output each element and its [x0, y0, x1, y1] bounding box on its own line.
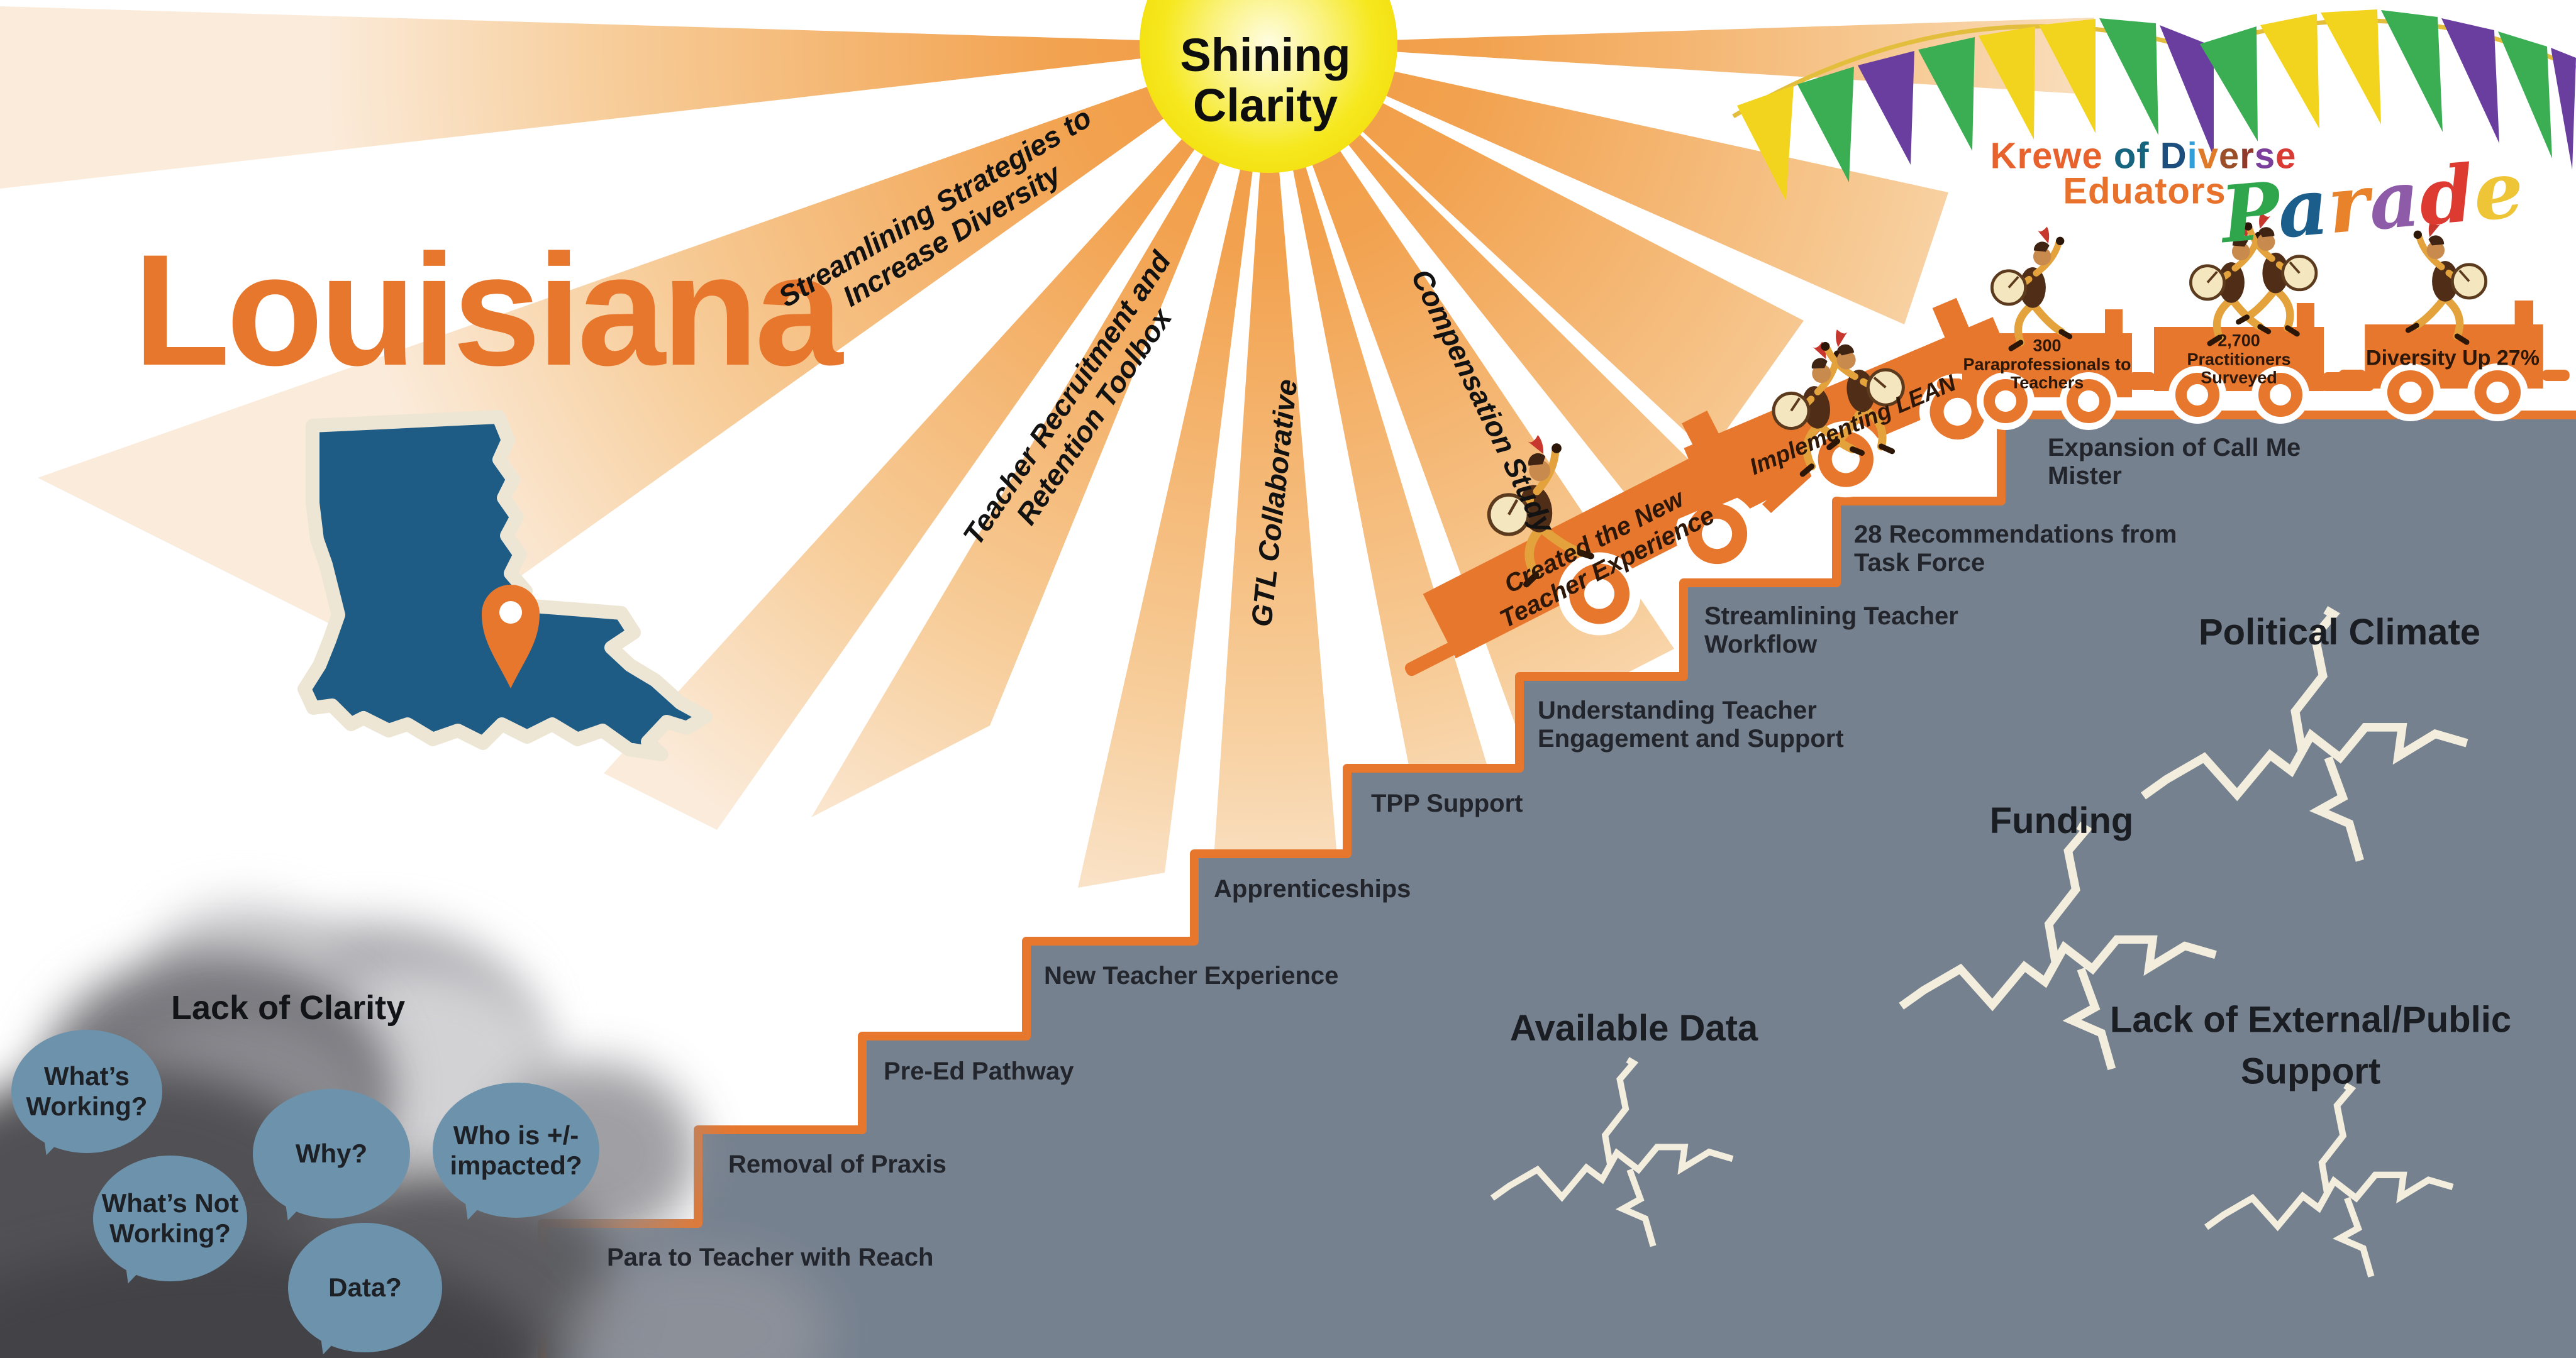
cloud-title: Lack of Clarity — [171, 989, 406, 1027]
speech-bubble-data: Data? — [288, 1223, 442, 1352]
step-label-apprenticeships: Apprenticeships — [1214, 875, 1411, 903]
krewe-title-line2: Eduators — [2063, 170, 2226, 212]
obstacle-label-available-data: Available Data — [1509, 1007, 1758, 1049]
speech-bubble-why: Why? — [253, 1089, 410, 1218]
step-label-para-to-teacher: Para to Teacher with Reach — [607, 1244, 934, 1271]
obstacle-label-funding: Funding — [1989, 800, 2134, 841]
step-label-new-teacher-experience: New Teacher Experience — [1044, 962, 1339, 990]
pennant-bunting — [1732, 9, 2576, 201]
map-pin-icon — [482, 585, 540, 688]
step-label-pre-ed-pathway: Pre-Ed Pathway — [884, 1057, 1074, 1085]
step-label-tpp-support: TPP Support — [1371, 790, 1523, 817]
wagon-label-diversity-up-27: Diversity Up 27% — [2366, 346, 2540, 370]
krewe-title-line1: Krewe of Diverse — [1990, 135, 2297, 177]
sun-icon — [1140, 0, 1397, 173]
state-title: Louisiana — [133, 222, 843, 399]
louisiana-map — [297, 410, 713, 761]
dancer-icon — [1992, 227, 2070, 349]
step-label-removal-of-praxis: Removal of Praxis — [728, 1151, 947, 1178]
speech-bubble-who-impacted: Who is +/-impacted? — [433, 1083, 599, 1218]
staircase — [538, 411, 2576, 1358]
obstacle-label-political-climate: Political Climate — [2198, 611, 2481, 653]
